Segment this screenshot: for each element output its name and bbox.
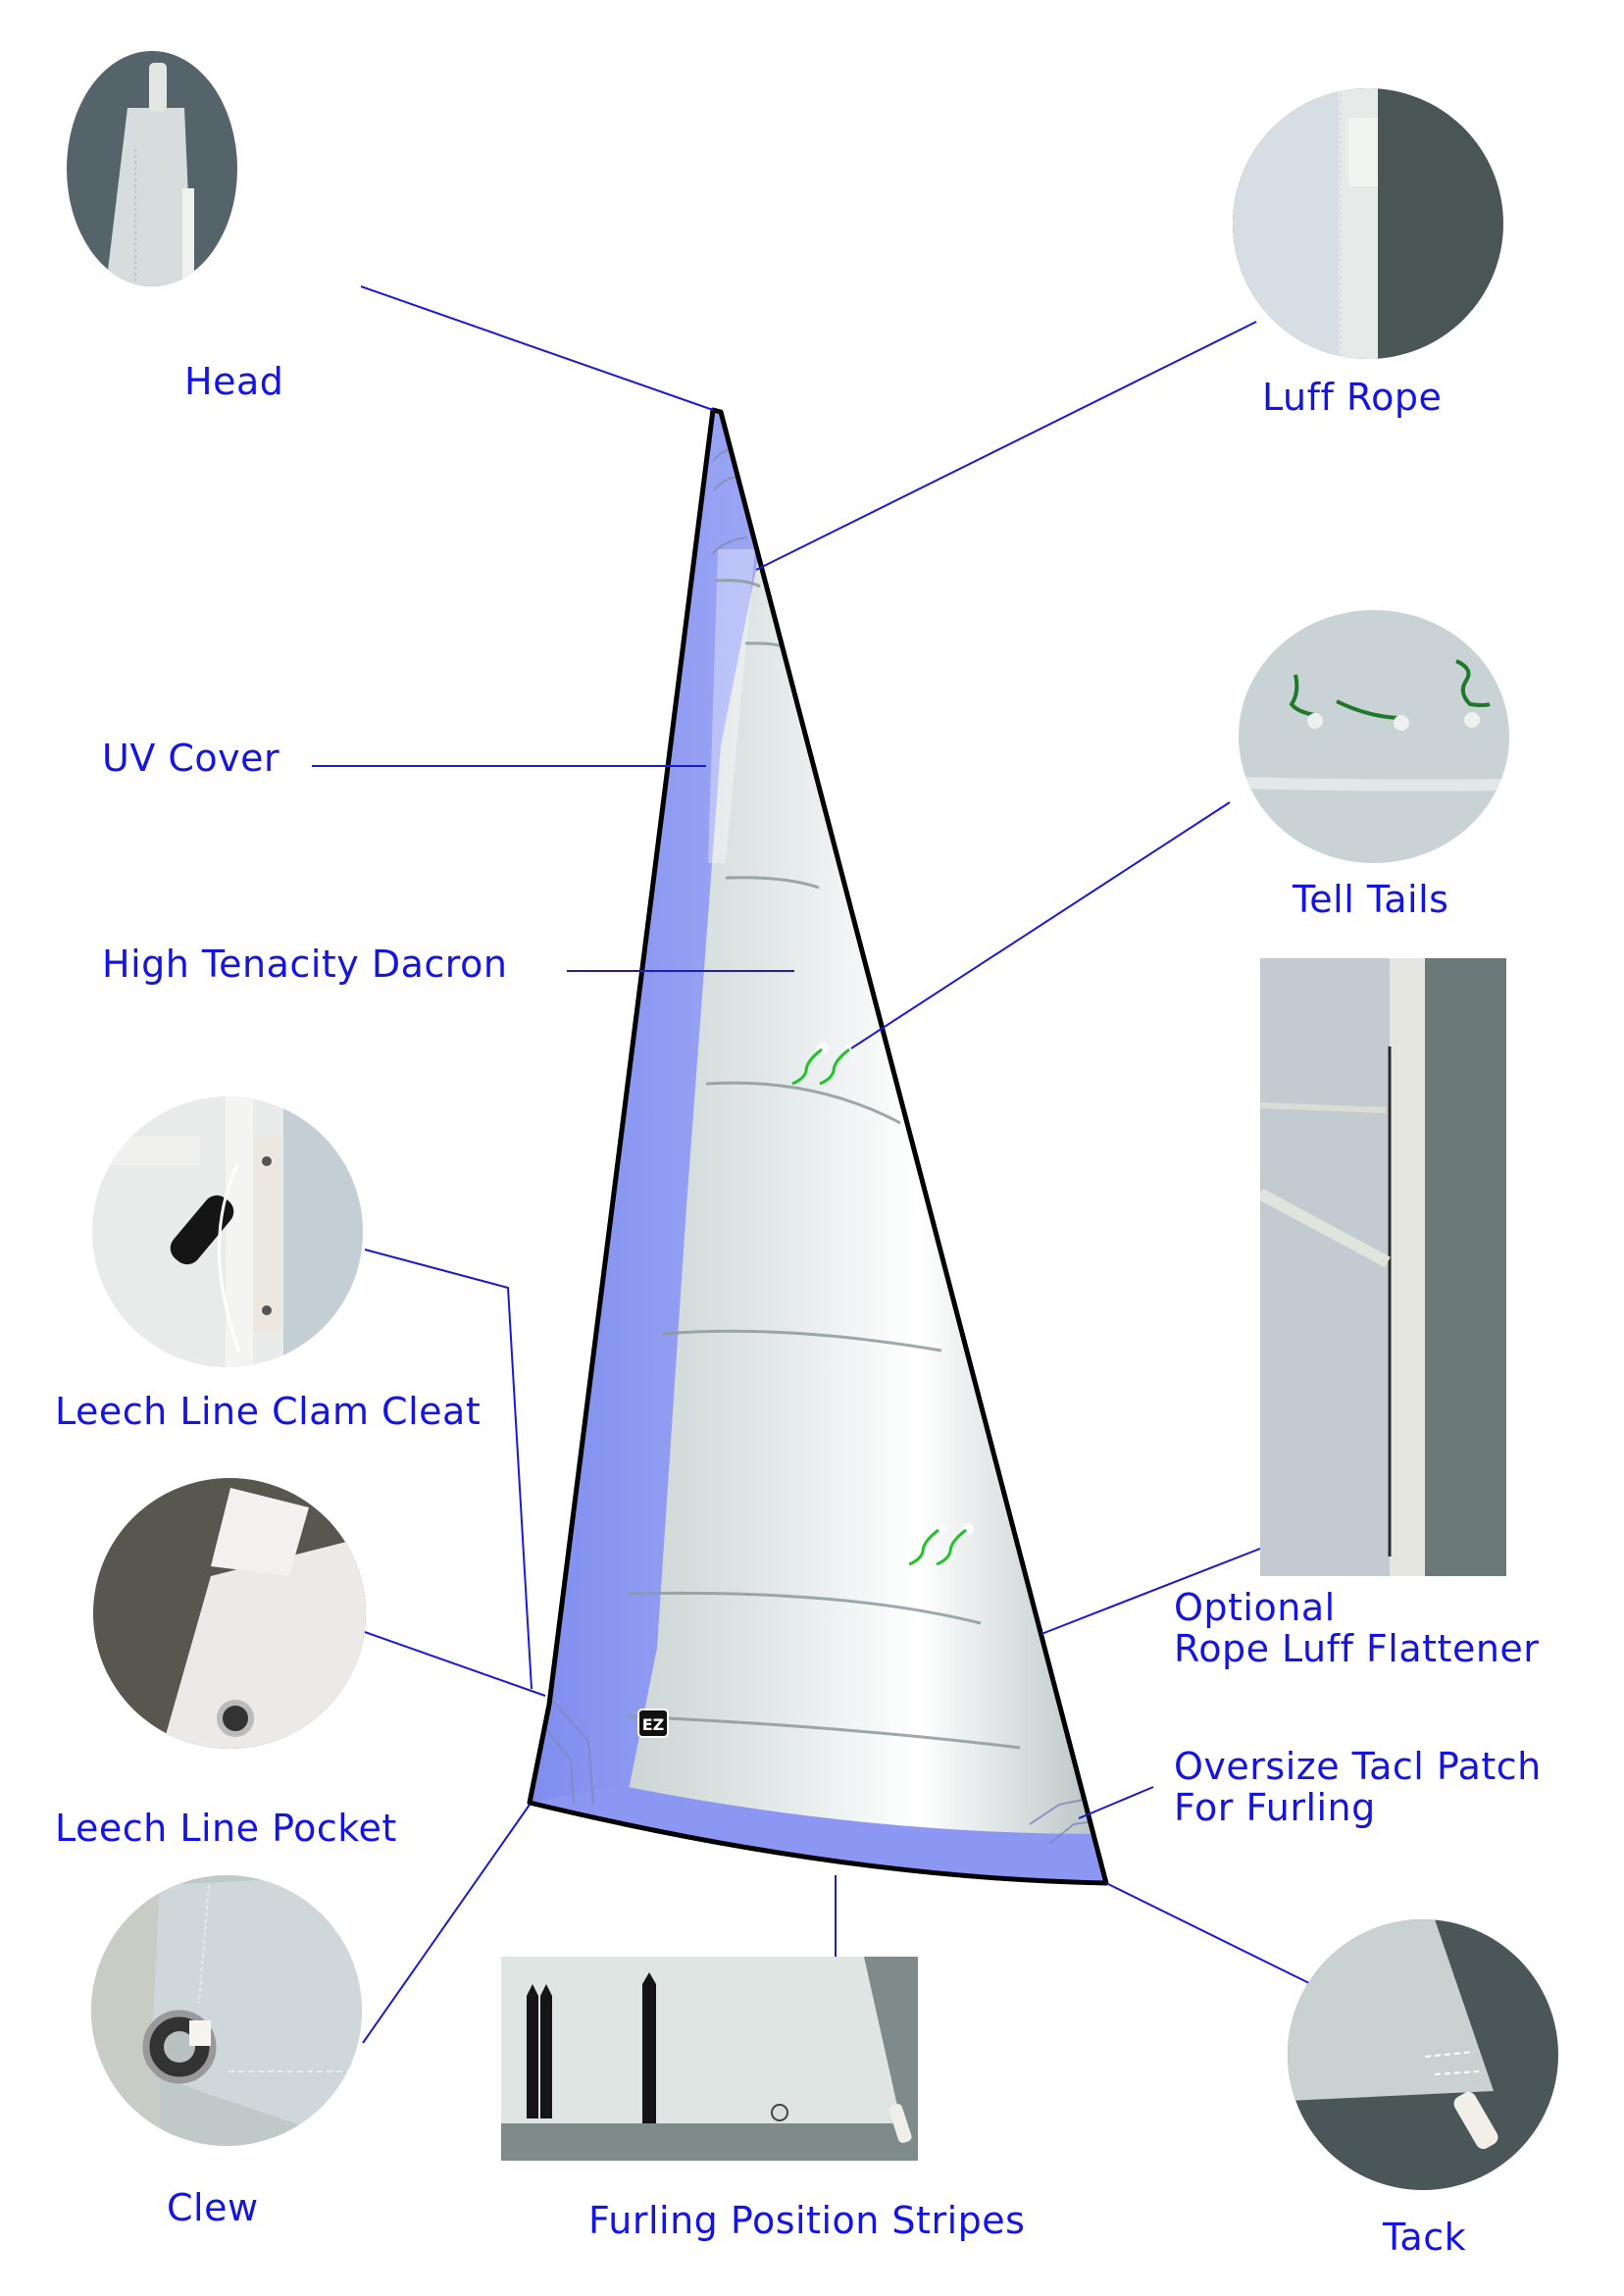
label-rope-luff-flattener-line2: Rope Luff Flattener	[1174, 1627, 1540, 1670]
sail-outline	[527, 407, 1109, 1886]
label-tack-patch-line2: For Furling	[1174, 1786, 1376, 1829]
label-luff-rope: Luff Rope	[1262, 376, 1443, 419]
luff-rope-photo	[1233, 88, 1503, 359]
label-head: Head	[184, 360, 284, 403]
label-rope-luff-flattener-line1: Optional	[1174, 1586, 1336, 1629]
furling-stripes-photo	[501, 1957, 918, 2161]
sail-body	[530, 410, 1106, 1883]
svg-text:EZ: EZ	[642, 1715, 665, 1734]
label-clew: Clew	[167, 2186, 259, 2229]
tell-tail-pair-upper	[791, 1043, 857, 1086]
tack-photo	[1288, 1919, 1558, 2190]
leader-leech-pocket	[364, 1631, 546, 1697]
label-leech-pocket: Leech Line Pocket	[55, 1807, 397, 1850]
label-tell-tails: Tell Tails	[1293, 878, 1449, 921]
tell-tail-pair-lower	[908, 1523, 974, 1566]
label-tack: Tack	[1383, 2216, 1467, 2259]
uv-cover-foot	[530, 1785, 1106, 1883]
panel-seams	[627, 579, 1021, 1750]
label-clam-cleat: Leech Line Clam Cleat	[55, 1390, 482, 1433]
leader-tell-tails	[850, 801, 1231, 1049]
rope-luff-flattener-photo	[1260, 958, 1506, 1576]
leader-luff-rope	[755, 321, 1257, 571]
label-dacron: High Tenacity Dacron	[102, 943, 508, 986]
leech-pocket-photo	[93, 1478, 366, 1749]
label-furling-stripes: Furling Position Stripes	[588, 2199, 1026, 2242]
leader-head	[360, 285, 714, 411]
leader-tack-patch	[1078, 1786, 1154, 1819]
leader-tack	[1105, 1882, 1310, 1984]
clam-cleat-photo	[92, 1097, 363, 1367]
tell-tails-photo	[1239, 610, 1509, 863]
label-tack-patch-line1: Oversize Tacl Patch	[1174, 1745, 1542, 1788]
leader-rope-luff-flattener	[1040, 1546, 1266, 1635]
clew-photo	[91, 1875, 362, 2146]
head-photo	[67, 51, 237, 286]
label-rope-luff-flattener: Optional Rope Luff Flattener	[1174, 1587, 1539, 1669]
label-tack-patch: Oversize Tacl Patch For Furling	[1174, 1746, 1542, 1828]
label-uv-cover: UV Cover	[102, 737, 280, 780]
leader-clew	[362, 1804, 531, 2044]
leader-clam-cleat	[364, 1249, 533, 1690]
leader-lines	[312, 285, 1310, 2044]
uv-cover-strip	[530, 410, 760, 1805]
ez-logo: EZ	[637, 1709, 669, 1738]
